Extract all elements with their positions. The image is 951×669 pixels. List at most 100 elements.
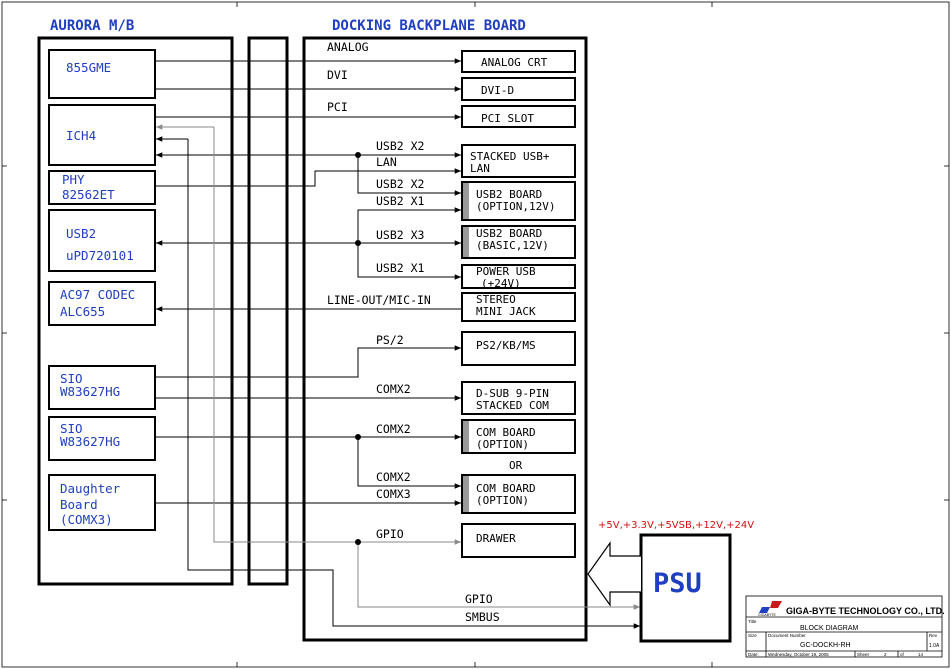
label-855gme: 855GME — [66, 60, 111, 75]
aurora-mb-frame — [37, 36, 234, 586]
label-com-board-1a: COM BOARD — [476, 426, 536, 439]
junction-dot — [355, 240, 361, 246]
junction-dot — [355, 539, 361, 545]
label-com-board-2b: (OPTION) — [476, 494, 529, 507]
label-daughter-3: (COMX3) — [60, 512, 113, 527]
sig-dvi: DVI — [327, 68, 348, 82]
label-or: OR — [509, 459, 523, 472]
label-usb2-1: USB2 — [66, 226, 96, 241]
connector-bar — [463, 227, 469, 257]
label-ac97-2: ALC655 — [60, 304, 105, 319]
block-ich4 — [48, 104, 156, 166]
label-dsub-2: STACKED COM — [476, 399, 549, 412]
label-daughter-2: Board — [60, 497, 98, 512]
gpio-lines — [156, 124, 640, 610]
label-ps2: PS2/KB/MS — [476, 339, 536, 352]
label-usb2-board-opt-2: (OPTION,12V) — [476, 200, 555, 213]
block-drawer — [461, 523, 576, 558]
of-caption: of — [900, 652, 905, 657]
sheet-caption: Sheet — [857, 652, 870, 657]
block-com-board-2 — [461, 474, 576, 514]
block-stacked-usb — [461, 144, 576, 178]
right-header: DOCKING BACKPLANE BOARD — [332, 18, 526, 34]
label-phy-2: 82562ET — [62, 187, 115, 202]
left-header: AURORA M/B — [50, 18, 134, 34]
sig-comx2c: COMX2 — [376, 470, 411, 484]
label-com-board-2a: COM BOARD — [476, 482, 536, 495]
label-pci-slot: PCI SLOT — [481, 112, 534, 125]
block-sio1 — [48, 365, 156, 410]
label-stacked-usb-2: LAN — [470, 162, 490, 175]
sig-usb2x3: USB2 X3 — [376, 228, 425, 242]
label-dsub-1: D-SUB 9-PIN — [476, 387, 549, 400]
power-arrow-icon — [587, 541, 641, 607]
block-dsub — [461, 381, 576, 415]
label-usb2-2: uPD720101 — [66, 248, 134, 263]
label-stereo-1: STEREO — [476, 293, 516, 306]
title-caption: Title — [748, 619, 757, 624]
size-caption: Size — [748, 633, 757, 638]
label-ich4: ICH4 — [66, 128, 96, 143]
label-sio1-2: W83627HG — [60, 384, 120, 399]
signal-lines — [155, 58, 640, 629]
junction-dot — [355, 434, 361, 440]
block-stereo — [461, 292, 576, 322]
revision: 1.0A — [929, 643, 940, 649]
label-stereo-2: MINI JACK — [476, 305, 536, 318]
docnum-caption: Document Number — [768, 633, 806, 638]
block-daughter — [48, 474, 156, 531]
label-usb2-board-opt-1: USB2 BOARD — [476, 188, 542, 201]
sig-ps2: PS/2 — [376, 333, 404, 347]
document-number: GC-DOCKH-RH — [800, 642, 851, 649]
label-ac97-1: AC97 CODEC — [60, 287, 135, 302]
connector-bar — [463, 476, 469, 512]
block-usb2-board-basic — [461, 225, 576, 259]
block-com-board-1 — [461, 419, 576, 454]
label-usb2-board-basic-1: USB2 BOARD — [476, 227, 542, 240]
sheet-number: 2 — [884, 652, 887, 657]
diagram-title: BLOCK DIAGRAM — [800, 625, 859, 632]
psu-label: PSU — [653, 568, 702, 599]
block-pci-slot — [461, 105, 576, 128]
label-power-usb-2: (+24V) — [481, 277, 521, 290]
backplane-frame — [302, 36, 588, 642]
label-phy-1: PHY — [62, 172, 85, 187]
block-sio2 — [48, 416, 156, 461]
psu-box — [639, 533, 732, 643]
sig-pci: PCI — [327, 100, 348, 114]
sheet-total: 14 — [918, 652, 924, 657]
label-sio2-2: W83627HG — [60, 434, 120, 449]
sig-lan: LAN — [376, 155, 397, 169]
sig-comx3: COMX3 — [376, 487, 411, 501]
block-ac97 — [48, 281, 156, 326]
label-com-board-1b: (OPTION) — [476, 438, 529, 451]
block-phy — [48, 170, 156, 205]
date-value: Wednesday, October 19, 2005 — [768, 652, 829, 657]
sig-gpio1: GPIO — [376, 527, 404, 541]
block-analog-crt — [461, 50, 576, 73]
sig-analog: ANALOG — [327, 40, 369, 54]
sig-comx2a: COMX2 — [376, 382, 411, 396]
sig-usb2x1b: USB2 X1 — [376, 261, 425, 275]
logo-text: GIGABYTE — [758, 613, 777, 617]
block-855gme — [48, 49, 156, 99]
label-stacked-usb-1: STACKED USB+ — [470, 150, 550, 163]
block-ps2 — [461, 331, 576, 366]
label-drawer: DRAWER — [476, 532, 516, 545]
label-sio1-1: SIO — [60, 371, 83, 386]
gigabyte-logo-icon: GIGABYTE — [758, 601, 782, 617]
sig-lineout: LINE-OUT/MIC-IN — [327, 293, 431, 307]
label-analog-crt: ANALOG CRT — [481, 56, 548, 69]
label-daughter-1: Daughter — [60, 481, 121, 496]
label-power-usb-1: POWER USB — [476, 265, 536, 278]
block-power-usb — [461, 264, 576, 289]
sig-usb2x2b: USB2 X2 — [376, 177, 424, 191]
connector-bar — [463, 183, 469, 219]
connector-frame — [247, 36, 289, 586]
sig-usb2x2a: USB2 X2 — [376, 139, 424, 153]
rev-caption: Rev — [929, 633, 938, 638]
date-caption: Date: — [748, 652, 759, 657]
label-dvi-d: DVI-D — [481, 84, 514, 97]
block-usb2-board-option — [461, 181, 576, 221]
